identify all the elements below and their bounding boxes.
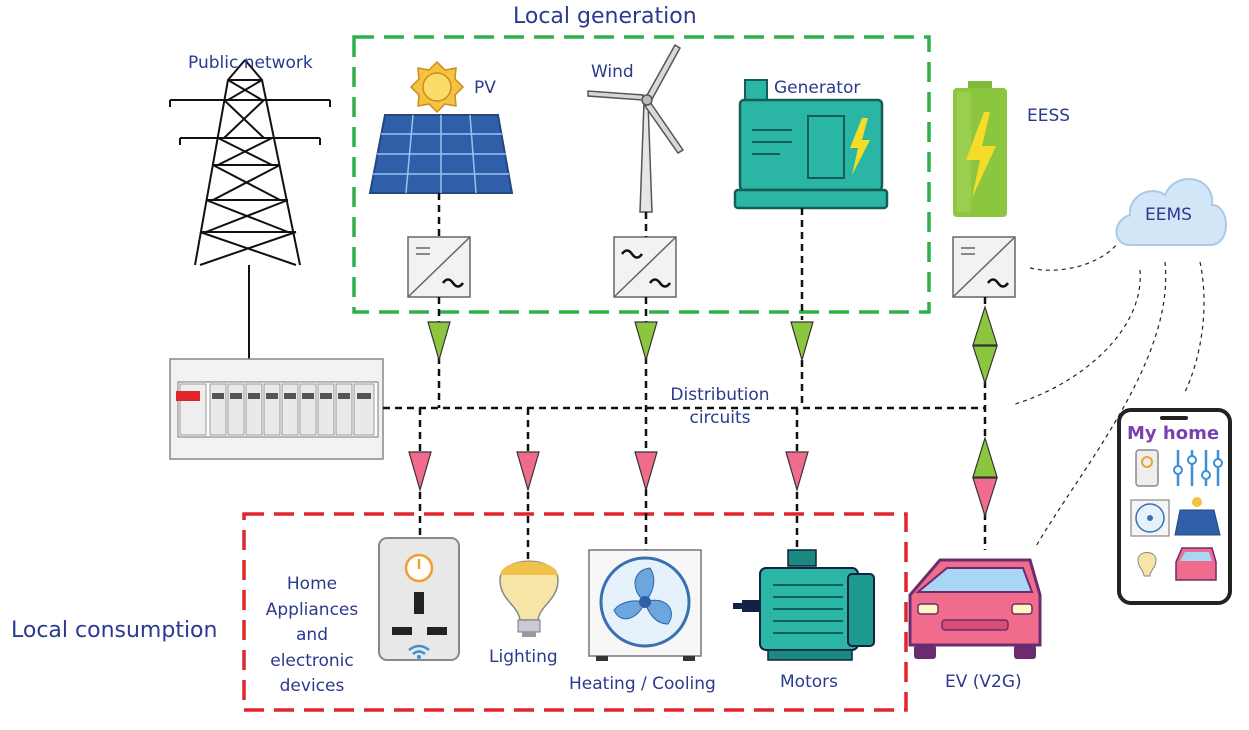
smartphone-icon [1117,408,1232,605]
eess-label: EESS [1027,106,1071,126]
wind-label: Wind [591,62,634,82]
ev-label: EV (V2G) [945,672,1022,692]
motor-icon [733,549,875,661]
inverter-icon [952,236,1016,298]
arrow-pink [408,451,809,493]
solar-panel-icon [368,114,514,194]
fan-icon [588,549,702,661]
pv-label: PV [474,78,496,98]
motors-label: Motors [780,672,838,692]
arrow-green [427,321,814,363]
local-generation-title: Local generation [513,4,697,29]
home-appliances-line: devices [279,676,345,696]
generator-label: Generator [774,78,861,98]
distribution-board-icon [169,358,384,460]
home-appliances-label: Home Appliances and electronic devices [262,572,362,700]
connection-lines [383,193,987,560]
lighting-label: Lighting [489,647,558,667]
distribution-circuits-label: Distribution circuits [660,385,780,429]
wind-turbine-icon [587,43,685,213]
transmission-tower-icon [169,59,331,266]
car-icon [908,558,1042,659]
eems-label: EEMS [1145,205,1192,225]
home-appliances-line: electronic [270,650,354,671]
eems-links [1011,242,1205,549]
home-appliances-line: Appliances [265,599,359,620]
distribution-line-2: circuits [689,408,751,429]
battery-icon [953,81,1007,217]
public-network-label: Public network [188,53,313,73]
arrow-bidirectional [972,305,998,385]
arrow-bidirectional [972,435,998,518]
generator-icon [733,79,889,210]
home-appliances-line: Home [286,574,338,594]
local-generation-box [352,35,931,314]
cloud-icon [1115,178,1227,246]
local-consumption-box [242,512,908,712]
light-bulb-icon [499,560,559,637]
distribution-line-1: Distribution [670,385,770,405]
home-appliances-line: and [296,625,328,645]
sun-icon [409,60,465,114]
inverter-icon [613,236,677,298]
heating-cooling-label: Heating / Cooling [569,674,716,694]
local-consumption-title: Local consumption [11,618,218,643]
inverter-icon [407,236,471,298]
smart-plug-icon [378,537,460,661]
phone-title: My home [1127,423,1220,444]
